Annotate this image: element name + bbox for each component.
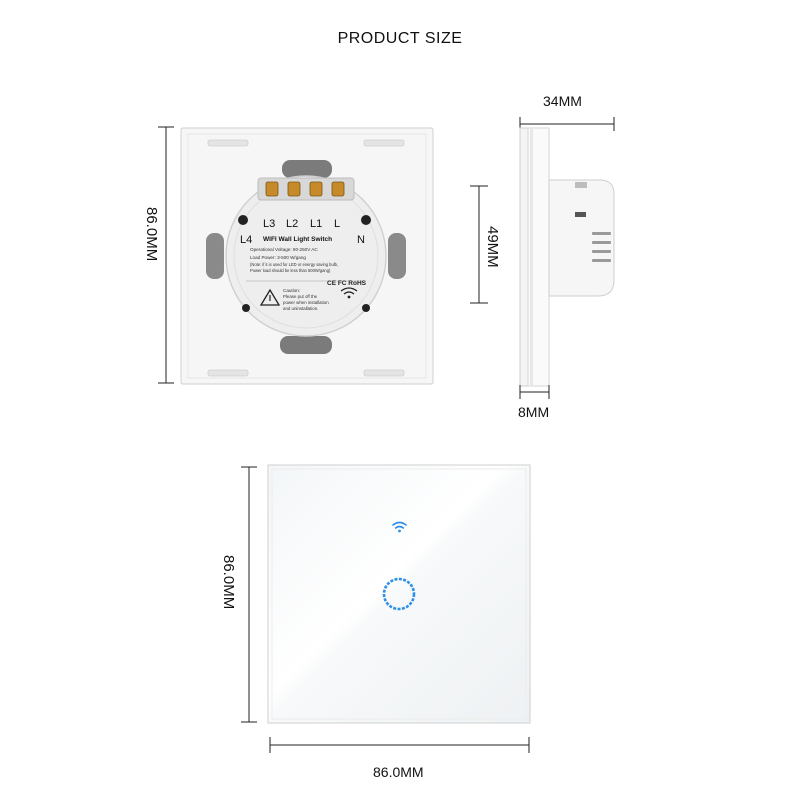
caution-line-2: power when installation [283, 300, 329, 305]
terminal-block [257, 177, 355, 201]
cert-marks: CE FC RoHS [327, 280, 367, 287]
terminal-l2: L2 [286, 218, 298, 230]
spec-note-2: Power load should be less than 500W/gang… [250, 268, 331, 273]
right-clip [388, 233, 406, 279]
glass-thickness-label: 8MM [518, 404, 550, 420]
wifi-icon [392, 521, 407, 529]
terminal-l1: L1 [310, 218, 322, 230]
glass-thickness-dimension-line [519, 385, 550, 399]
bottom-grip [280, 336, 332, 354]
caution-line-1: Please put off the [283, 294, 318, 299]
front-glass-panel [267, 464, 531, 724]
front-width-label: 86.0MM [373, 764, 424, 780]
terminal-screws [265, 181, 345, 197]
caution-line-3: and uninstallation. [283, 306, 318, 311]
front-height-dimension-line [241, 466, 257, 723]
spec-voltage: Operational Voltage: 90-250V AC [250, 247, 318, 252]
side-depth-label: 34MM [543, 93, 582, 109]
module-label-title: WIFI Wall Light Switch [263, 236, 332, 243]
left-clip [206, 233, 224, 279]
warning-triangle-icon [259, 288, 281, 306]
spec-note: (Note: if it is used for LED or energy s… [250, 262, 338, 267]
side-glass-panel [519, 127, 529, 387]
module-wifi-icon [340, 287, 358, 295]
front-width-dimension-line [269, 737, 530, 753]
spec-load: Load Power: 3-500 W/gang [250, 255, 306, 260]
touch-button-ring [382, 577, 416, 611]
module-height-dimension-line [470, 185, 488, 304]
back-height-label: 86.0MM [143, 207, 160, 262]
terminal-l3: L3 [263, 218, 275, 230]
top-grip [282, 160, 332, 178]
terminal-n: N [357, 234, 365, 246]
module-height-label: 49MM [484, 226, 501, 268]
terminal-l4: L4 [240, 234, 252, 246]
side-module-body [548, 179, 615, 297]
front-height-label: 86.0MM [220, 555, 237, 610]
terminal-l: L [334, 218, 340, 230]
back-height-dimension-line [158, 126, 174, 384]
page-title: PRODUCT SIZE [337, 30, 463, 47]
caution-title: Caution: [283, 288, 300, 293]
